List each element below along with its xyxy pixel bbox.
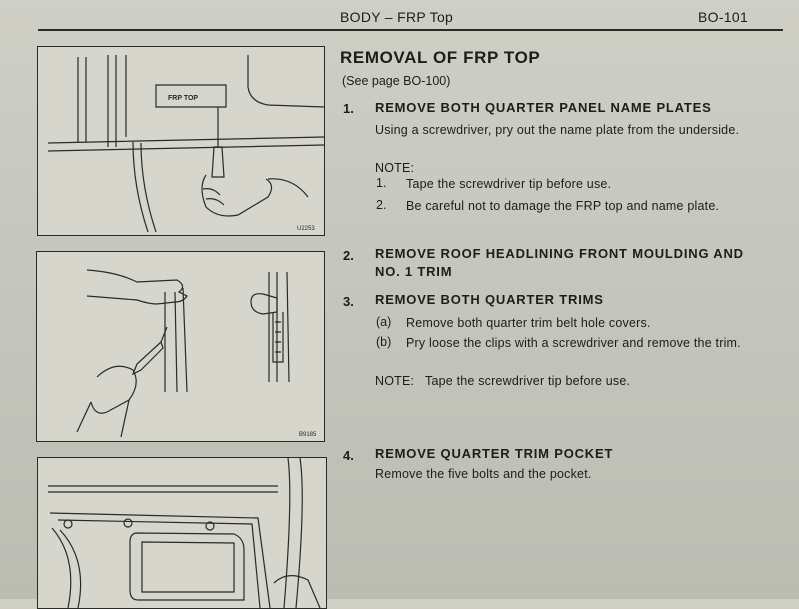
sub-a-number: (a)	[376, 315, 392, 329]
step-4-title: REMOVE QUARTER TRIM POCKET	[375, 446, 614, 461]
sub-a-text: Remove both quarter trim belt hole cover…	[406, 316, 651, 330]
figure-quarter-trim-clips: B9185	[36, 251, 325, 442]
header-title: BODY – FRP Top	[340, 9, 454, 25]
step-1-text: Using a screwdriver, pry out the name pl…	[375, 123, 740, 137]
step-4-text: Remove the five bolts and the pocket.	[375, 467, 592, 481]
figure-trim-pocket	[37, 457, 327, 609]
note-1-number: 1.	[376, 176, 387, 190]
note-1-text: Tape the screwdriver tip before use.	[406, 177, 612, 191]
see-page-reference: (See page BO-100)	[342, 74, 451, 88]
step-4-number: 4.	[343, 448, 354, 463]
figure-name-plate-removal: FRP TOP U2253	[37, 46, 325, 236]
illustration-trim-pocket	[48, 458, 321, 608]
illustration-name-plate: FRP TOP U2253	[47, 55, 324, 233]
step-1-note-label: NOTE:	[375, 161, 415, 175]
step-3-title: REMOVE BOTH QUARTER TRIMS	[375, 292, 604, 307]
step-3-note: NOTE: Tape the screwdriver tip before us…	[375, 374, 631, 388]
figure-label-frp-top: FRP TOP	[168, 95, 198, 102]
header-rule	[38, 29, 783, 31]
figure-code: U2253	[297, 226, 315, 232]
sub-b-number: (b)	[376, 335, 392, 349]
figure-code: B9185	[299, 432, 317, 438]
step-1-title: REMOVE BOTH QUARTER PANEL NAME PLATES	[375, 100, 712, 115]
section-title: REMOVAL OF FRP TOP	[340, 48, 541, 67]
header-page-number: BO-101	[698, 9, 749, 25]
step-2-title: REMOVE ROOF HEADLINING FRONT MOULDING AN…	[375, 246, 744, 279]
step-2-number: 2.	[343, 248, 354, 263]
step-3-number: 3.	[343, 294, 354, 309]
note-2-number: 2.	[376, 198, 387, 212]
illustration-trim-clips: B9185	[76, 269, 317, 438]
sub-b-text: Pry loose the clips with a screwdriver a…	[406, 336, 741, 350]
step-1-number: 1.	[343, 101, 354, 116]
note-2-text: Be careful not to damage the FRP top and…	[406, 199, 720, 213]
